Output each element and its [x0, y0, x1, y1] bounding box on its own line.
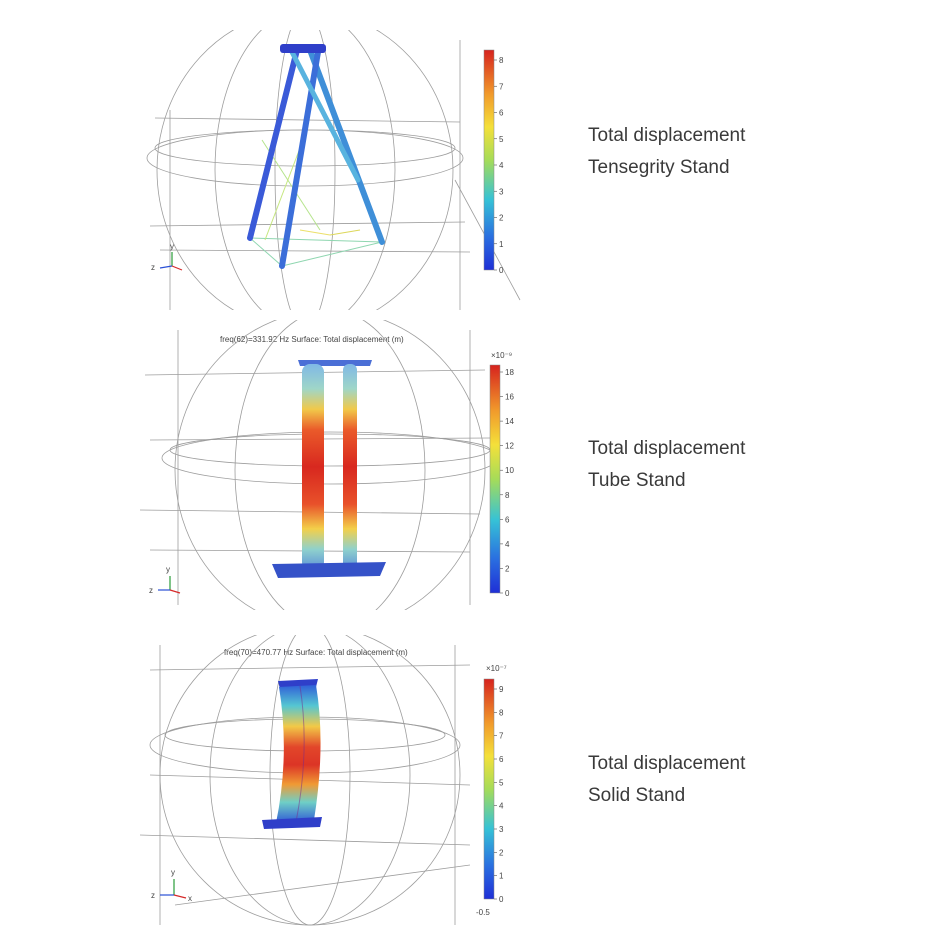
colorbar-tick-label: 2 [499, 848, 504, 857]
colorbar: 8 7 6 5 4 3 2 1 0 [483, 49, 504, 275]
caption-line1: Total displacement [588, 438, 746, 459]
colorbar-tick-label: 10 [505, 466, 514, 475]
caption-tensegrity: Total displacement Tensegrity Stand [588, 120, 745, 184]
caption-line1: Total displacement [588, 125, 746, 146]
colorbar-tick-label: 12 [505, 442, 514, 451]
panel-solid: freq(70)=470.77 Hz Surface: Total displa… [0, 635, 950, 935]
colorbar-tick-label: 0 [499, 266, 504, 275]
panel-tensegrity: y z 8 7 6 5 4 3 2 1 0 Total displacement Tensegr… [0, 30, 950, 330]
colorbar-tick-label: 9 [499, 685, 504, 694]
axis-y-label: y [166, 565, 170, 574]
axes-triad: y z [151, 242, 183, 272]
panel-tube: freq(62)=331.92 Hz Surface: Total displa… [0, 320, 950, 620]
colorbar-tick-label: 3 [499, 187, 504, 196]
caption-line2: Tensegrity Stand [588, 157, 730, 178]
colorbar: ×10⁻⁹ 18 16 14 12 10 8 6 4 2 0 [489, 351, 514, 598]
top-plate [280, 44, 326, 53]
colorbar-tick-label: 1 [499, 872, 504, 881]
colorbar-tick-label: 6 [505, 515, 510, 524]
axis-y-label: y [170, 242, 174, 251]
axis-z-label: z [151, 263, 155, 272]
colorbar-tick-label: 7 [499, 732, 504, 741]
plot-title: freq(70)=470.77 Hz Surface: Total displa… [224, 648, 408, 657]
caption-line2: Tube Stand [588, 470, 686, 491]
tube-left [302, 364, 324, 570]
colorbar-tick-label: 2 [499, 214, 504, 223]
colorbar-tick-label: 0 [505, 589, 510, 598]
tensegrity-struts [247, 47, 385, 269]
caption-tube: Total displacement Tube Stand [588, 433, 745, 497]
axis-z-label: z [149, 586, 153, 595]
caption-solid: Total displacement Solid Stand [588, 748, 745, 812]
base-plate [272, 562, 386, 578]
colorbar-tick-label: 16 [505, 393, 514, 402]
solid-block [276, 685, 321, 823]
bounding-sphere-grid [146, 30, 521, 310]
colorbar-tick-label: 6 [499, 755, 504, 764]
axis-x-label: x [188, 894, 192, 903]
bounding-sphere-grid [139, 320, 499, 610]
colorbar-tick-label: 14 [505, 417, 514, 426]
caption-line1: Total displacement [588, 753, 746, 774]
colorbar-tick-label: 4 [505, 540, 510, 549]
tensegrity-plot: y z 8 7 6 5 4 3 2 1 0 [146, 30, 521, 310]
colorbar-tick-label: 3 [499, 825, 504, 834]
plot-title: freq(62)=331.92 Hz Surface: Total displa… [220, 335, 404, 344]
axis-y-label: y [171, 868, 175, 877]
base-plate [262, 817, 322, 829]
axes-triad: y z [149, 565, 181, 595]
colorbar-tick-label: 4 [499, 802, 504, 811]
colorbar-tick-label: 5 [499, 778, 504, 787]
colorbar-tick-label: 4 [499, 161, 504, 170]
colorbar-tick-label: 5 [499, 135, 504, 144]
colorbar: ×10⁻⁷ 9 8 7 6 5 4 3 2 1 0 -0.5 [476, 664, 507, 917]
axes-triad: y z x [151, 868, 192, 903]
tube-plot: freq(62)=331.92 Hz Surface: Total displa… [139, 320, 514, 610]
colorbar-exponent: ×10⁻⁷ [486, 664, 507, 673]
colorbar-tick-label: 8 [499, 56, 504, 65]
colorbar-tick-label: 7 [499, 82, 504, 91]
axis-z-label: z [151, 891, 155, 900]
colorbar-exponent: ×10⁻⁹ [491, 351, 512, 360]
tube-right [343, 364, 357, 570]
colorbar-bottom-label: -0.5 [476, 908, 490, 917]
solid-plot: freq(70)=470.77 Hz Surface: Total displa… [139, 635, 507, 926]
colorbar-tick-label: 8 [505, 491, 510, 500]
colorbar-tick-label: 6 [499, 109, 504, 118]
colorbar-tick-label: 8 [499, 708, 504, 717]
colorbar-tick-label: 0 [499, 895, 504, 904]
colorbar-tick-label: 18 [505, 368, 514, 377]
colorbar-tick-label: 2 [505, 564, 510, 573]
colorbar-tick-label: 1 [499, 240, 504, 249]
caption-line2: Solid Stand [588, 785, 686, 806]
